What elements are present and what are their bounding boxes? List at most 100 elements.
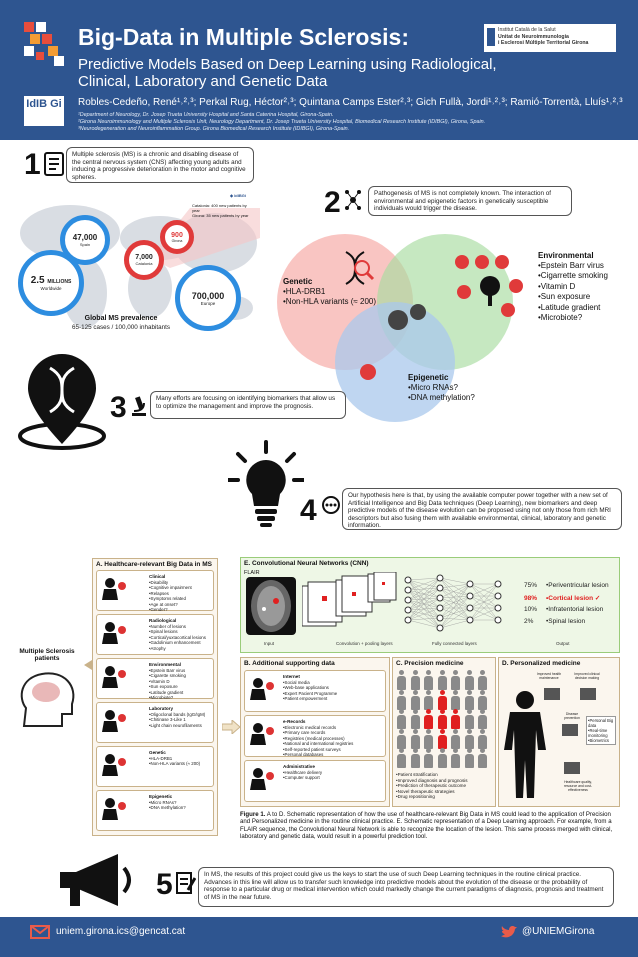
network-node: [436, 584, 444, 592]
panel-b-item: •Self-reported patient surveys: [283, 746, 341, 752]
chat-icon: [322, 496, 340, 521]
section-number-2: 2: [324, 186, 341, 219]
stat-catalonia-label: Catalonia: [135, 261, 153, 266]
genetic-title: Genetic: [283, 277, 313, 286]
cnn-output-row: 2%•Spinal lesion: [524, 618, 585, 625]
patients-label: Multiple Sclerosis patients: [19, 648, 75, 662]
flair-label: FLAIR: [244, 570, 260, 576]
panel-a-item: •Oligoclonal bands (IgG/IgM): [149, 712, 206, 717]
panel-a-item: •Sun exposure: [149, 684, 178, 690]
panel-a-group: Clinical•Disability•Cognitive impairment…: [96, 570, 214, 612]
panel-b-item: •Healthcare delivery: [283, 770, 323, 775]
stat-europe-label: Europe: [200, 300, 216, 306]
patient-figure: [423, 728, 434, 749]
panel-b-item: •Personal databases: [283, 752, 324, 758]
network-node: [436, 614, 444, 622]
patient-head-icon: [14, 668, 84, 733]
genetic-item: •Non-HLA variants (≈ 200): [283, 297, 377, 306]
panel-c-item: •Novel therapeutic strategies: [396, 788, 455, 794]
panel-b-group: Internet•Social media•Web-base applicati…: [244, 670, 386, 712]
patient-figure: [396, 748, 407, 768]
mail-icon: [30, 925, 50, 944]
patient-figure: [396, 670, 407, 690]
list-icon: [44, 152, 64, 181]
network-icon: [344, 189, 362, 216]
environmental-item: •Vitamin D: [538, 281, 576, 291]
panel-a-item: •Microbiote?: [149, 695, 174, 701]
node-quality: Healthcare quality, resource and cost-ef…: [563, 780, 593, 792]
header-banner: [0, 0, 638, 140]
figure-caption: Figure 1. A to D. Schematic representati…: [240, 811, 620, 840]
ics-logo-line-3: i Esclerosi Múltiple Territorial Girona: [498, 40, 589, 47]
panel-a-icon: [100, 708, 128, 732]
panel-c-item: •Patient stratification: [396, 772, 438, 777]
panel-b-group-title: Internet: [283, 674, 300, 679]
patient-figure: [464, 689, 475, 710]
affiliation-3: ³Neurodegeneration and Neuroinflammation…: [78, 126, 350, 132]
panel-b-group: e-Records•Electronic medical records•Pri…: [244, 715, 386, 757]
panel-a-group-list: •Number of lesions•Spinal lesions•Cortic…: [149, 624, 206, 651]
panel-b-group-list: •Electronic medical records•Primary care…: [283, 725, 353, 757]
patient-figure: [437, 709, 448, 729]
panel-a-group-title: Radiological: [149, 618, 177, 623]
stat-spain: 47,000 Spain: [60, 215, 110, 265]
epigenetic-title: Epigenetic: [408, 373, 449, 382]
network-node: [436, 594, 444, 602]
cnn-output-label: •Cortical lesion ✓: [546, 595, 601, 602]
panel-c-title: C. Precision medicine: [396, 660, 464, 667]
twitter-handle[interactable]: @UNIEMGirona: [522, 926, 595, 937]
panel-a-item: •Non-HLA variants (≈ 200): [149, 761, 201, 767]
cnn-output-row: 75%•Periventricular lesion: [524, 582, 609, 589]
affiliation-2: ²Girona Neuroimmunology and Multiple Scl…: [78, 119, 486, 125]
panel-a-item: •Gadolinium enhancement: [149, 640, 201, 646]
panel-b-icon: [248, 721, 276, 745]
environment-icons: [450, 252, 530, 327]
panel-b-group-list: •Social media•Web-base applications•Expe…: [283, 680, 337, 702]
regional-incidence: Catalonia: 400 new patients by year Giro…: [192, 203, 254, 218]
panel-e-title: E. Convolutional Neural Networks (CNN): [244, 560, 369, 567]
stat-catalonia-value: 7,000: [135, 254, 153, 261]
patient-figure: [423, 709, 434, 729]
microscope-icon: [130, 395, 148, 422]
cnn-layers: [301, 571, 402, 638]
contact-email[interactable]: uniem.girona.ics@gencat.cat: [56, 926, 186, 937]
stat-girona: 900 Girona: [160, 220, 194, 254]
patient-figure: [410, 689, 421, 710]
panel-d-title: D. Personalized medicine: [502, 660, 581, 667]
megaphone-icon: [56, 852, 138, 913]
panel-c-list: •Patient stratification •Improved diagno…: [396, 772, 468, 800]
network-node: [404, 606, 412, 614]
panel-b-item: •Expert Pacient Programme: [283, 690, 338, 696]
section3-text: Many efforts are focusing on identifying…: [150, 391, 346, 419]
panel-b-item: •National and international registries: [283, 741, 354, 747]
panel-a-group-list: •HLA-DRB1•Non-HLA variants (≈ 200): [149, 756, 200, 767]
affiliation-1: ¹Department of Neurology, Dr. Josep True…: [78, 112, 334, 118]
location-pin-dna-icon: [12, 352, 112, 457]
panel-a-item: •Number of lesions: [149, 624, 186, 629]
genetic-list: •HLA-DRB1 •Non-HLA variants (≈ 200): [283, 287, 376, 307]
cnn-output-label: •Infratentorial lesion: [546, 606, 604, 613]
patient-figure: [423, 670, 434, 690]
catalonia-incidence: Catalonia: 400 new patients by year: [192, 203, 247, 213]
girona-incidence: Girona: 35 new patients by year: [192, 213, 249, 218]
figure-caption-text: A to D. Schematic representation of how …: [240, 811, 613, 840]
panel-a-group: Environmental•Epstein Barr virus•Cigaret…: [96, 658, 214, 701]
panel-a-item: •Symptoms related: [149, 596, 186, 602]
panel-a-item: •Latitude gradient: [149, 689, 184, 695]
panel-d-item: •Real-time monitoring: [588, 728, 608, 738]
network-node: [494, 580, 502, 588]
panel-a-title: A. Healthcare-relevant Big Data in MS: [96, 561, 212, 568]
patient-figure: [450, 748, 461, 768]
panel-b-item: •Social media: [283, 680, 310, 685]
panel-a-icon: [100, 796, 128, 820]
section-number-4: 4: [300, 494, 317, 527]
network-node: [436, 574, 444, 582]
panel-a-item: •Spinal lesions: [149, 629, 178, 635]
section2-text: Pathogenesis of MS is not completely kno…: [368, 186, 572, 216]
panel-a-group-list: •Micro RNAs?•DNA methylation?: [149, 800, 186, 811]
panel-b-item: •Electronic medical records: [283, 725, 337, 730]
stat-worldwide-value: 2.5: [30, 275, 45, 286]
environmental-item: •Latitude gradient: [538, 302, 601, 312]
panel-a-group: Radiological•Number of lesions•Spinal le…: [96, 614, 214, 655]
network-node: [404, 586, 412, 594]
